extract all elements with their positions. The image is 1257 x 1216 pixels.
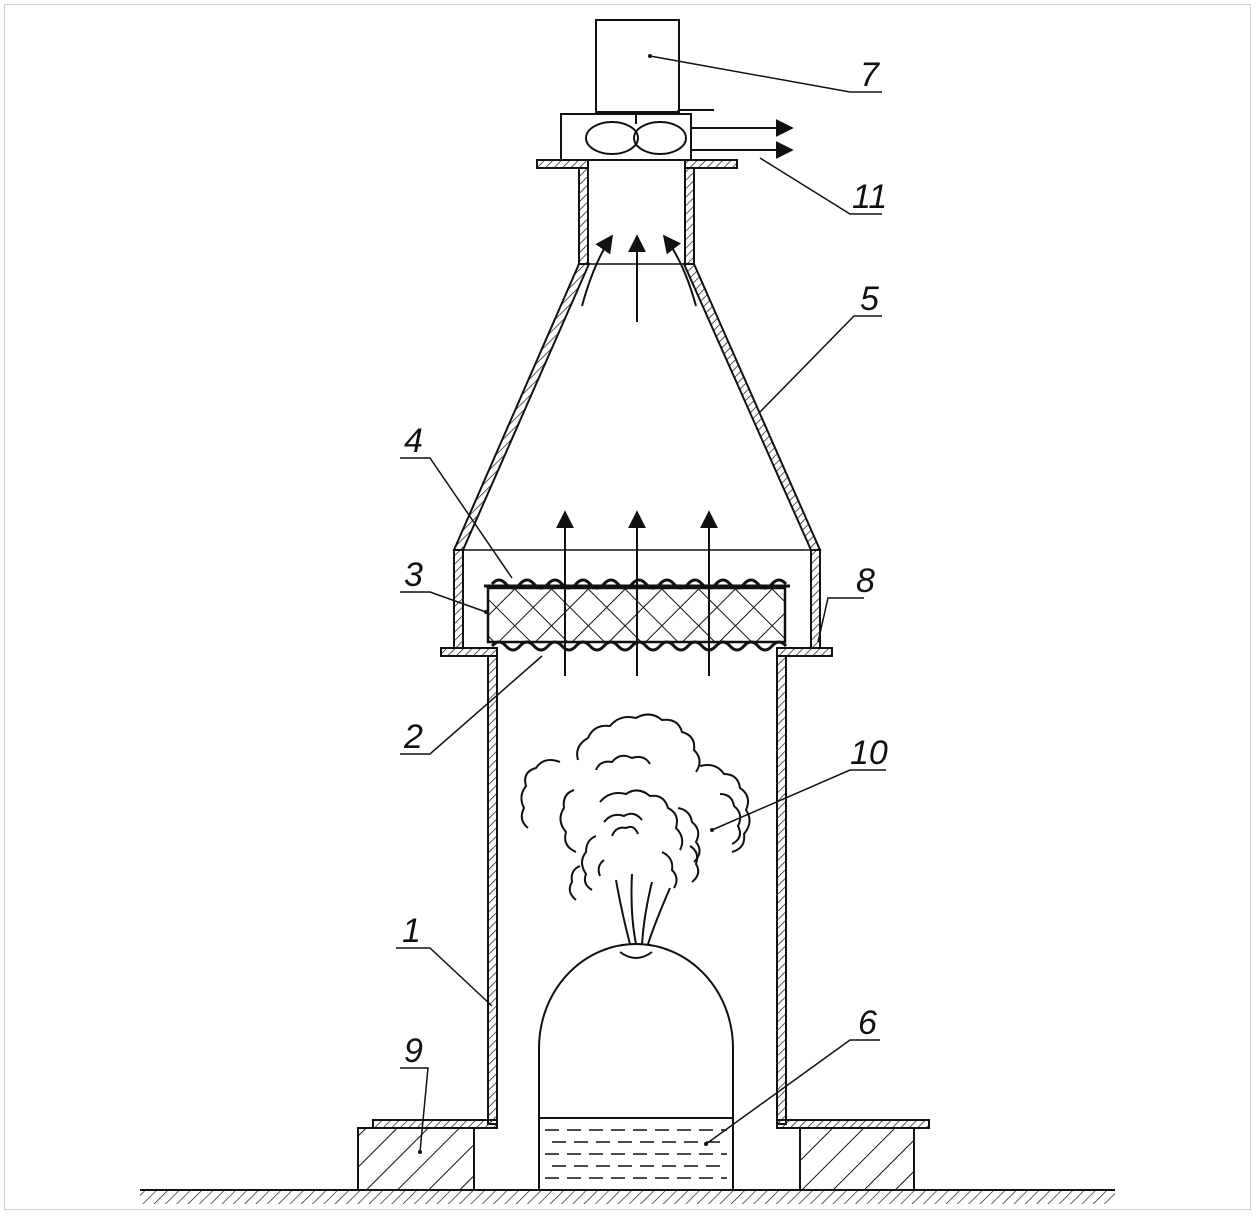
smoke-cloud	[520, 713, 751, 945]
top-flange-right	[684, 159, 738, 169]
hood-wall-right	[810, 549, 821, 649]
mesh-bottom	[490, 640, 788, 652]
base-flange-right	[776, 1119, 930, 1129]
label-1: 1	[402, 912, 421, 950]
burner	[538, 943, 734, 1190]
label-5: 5	[860, 280, 879, 318]
mesh-top	[490, 578, 788, 590]
label-11: 11	[852, 178, 887, 216]
hood-wall-left	[453, 549, 464, 649]
flow-arrow	[581, 234, 614, 307]
flange-left	[440, 647, 498, 657]
chamber-wall-right	[776, 655, 787, 1125]
liquid	[539, 1117, 733, 1179]
flange-right	[776, 647, 833, 657]
chamber-wall-left	[487, 655, 498, 1125]
label-2: 2	[403, 718, 423, 756]
leader-lines	[396, 55, 886, 1153]
neck-wall-right	[684, 167, 695, 265]
support-right	[799, 1127, 915, 1191]
top-flange-left	[536, 159, 589, 169]
label-8: 8	[856, 562, 875, 600]
label-4: 4	[404, 422, 423, 460]
neck-wall-left	[578, 167, 589, 265]
base-flange-left	[372, 1119, 498, 1129]
hood-cone-right	[682, 263, 822, 551]
label-10: 10	[850, 734, 888, 772]
support-left	[357, 1127, 475, 1191]
flow-arrow	[662, 234, 697, 307]
label-7: 7	[860, 56, 880, 94]
motor	[595, 19, 680, 113]
fan-icon	[585, 113, 687, 155]
ground	[140, 1189, 1115, 1204]
leader-dots	[418, 54, 714, 1154]
label-9: 9	[404, 1032, 423, 1070]
label-6: 6	[858, 1004, 877, 1042]
hood-cone-left	[452, 263, 591, 551]
label-3: 3	[404, 556, 423, 594]
